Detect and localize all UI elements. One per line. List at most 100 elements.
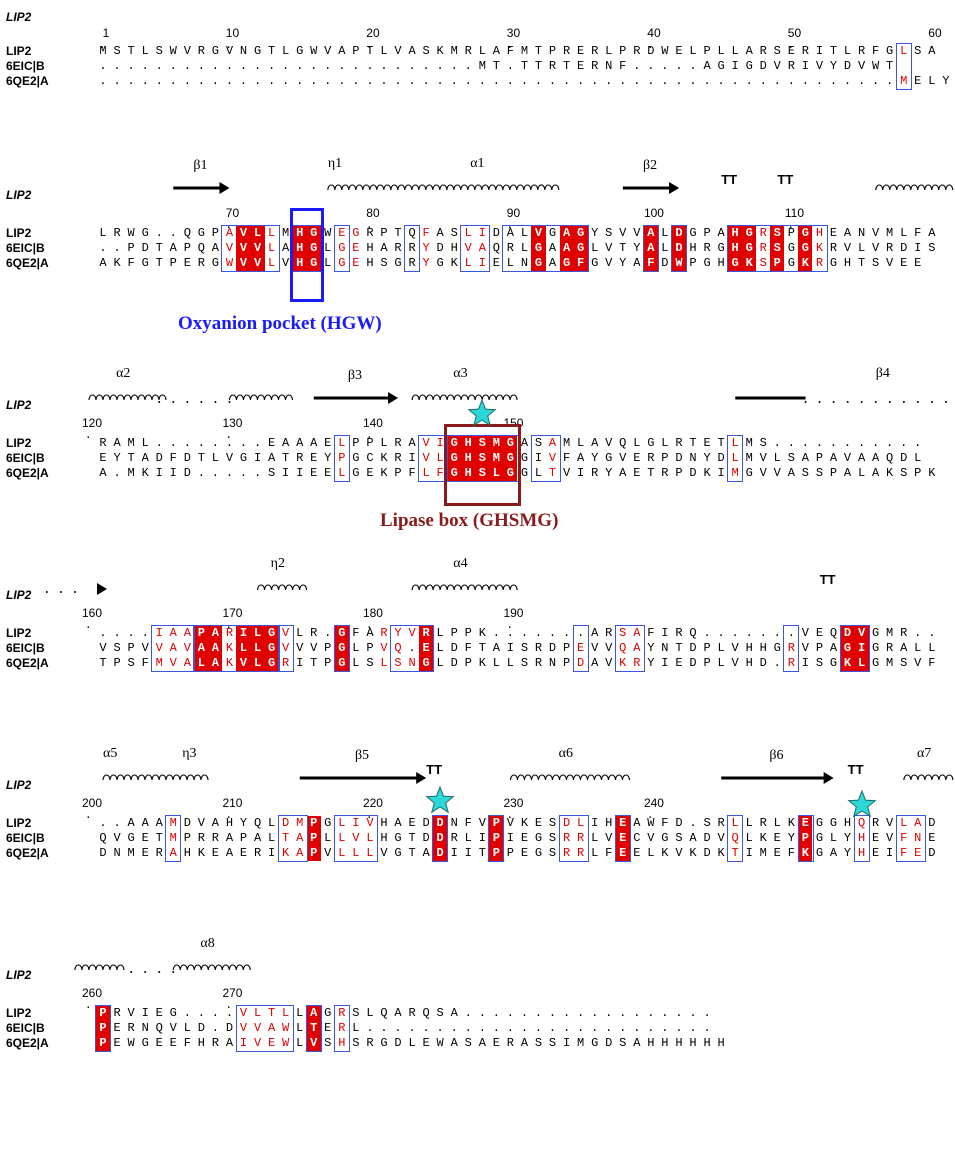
residue: L — [464, 831, 472, 845]
residue: R — [366, 1036, 374, 1050]
residue: E — [914, 846, 922, 860]
residue: V — [239, 1006, 248, 1020]
residue: T — [534, 59, 543, 73]
residue: . — [464, 59, 472, 73]
residue: L — [352, 656, 360, 670]
residue: Y — [647, 641, 655, 655]
residue: H — [728, 241, 743, 256]
residue: R — [211, 831, 219, 845]
residue: A — [141, 816, 149, 830]
residue: L — [731, 44, 739, 58]
residue: K — [703, 466, 711, 480]
residue: G — [306, 256, 321, 271]
residue: P — [703, 656, 711, 670]
residue: S — [464, 1036, 472, 1050]
residue: . — [113, 816, 121, 830]
beta-strand-arrowhead — [416, 772, 427, 784]
residue: N — [408, 656, 416, 670]
lipase-box-label: Lipase box (GHSMG) — [380, 510, 559, 531]
residue: G — [573, 241, 588, 256]
residue: S — [759, 436, 767, 450]
residue: I — [506, 641, 514, 655]
residue: P — [450, 626, 458, 640]
residue: L — [352, 846, 360, 860]
residue: G — [296, 44, 304, 58]
residue: Q — [422, 1006, 430, 1020]
residue: M — [169, 816, 177, 830]
residue: G — [534, 831, 543, 845]
sequence-name: 6QE2|A — [6, 74, 49, 88]
residue: . — [857, 74, 866, 88]
residue: W — [671, 256, 686, 271]
residue: A — [914, 816, 922, 830]
residue: . — [492, 626, 500, 640]
residue: . — [815, 74, 824, 88]
residue: . — [717, 626, 725, 640]
residue: V — [253, 1021, 262, 1035]
strand-end-arrowhead — [97, 583, 108, 595]
residue: L — [745, 831, 753, 845]
residue: G — [605, 451, 613, 465]
residue: . — [506, 1006, 514, 1020]
residue: S — [475, 451, 490, 466]
residue: L — [436, 451, 444, 465]
residue: V — [605, 241, 613, 255]
residue: P — [306, 846, 321, 861]
residue: . — [703, 1006, 711, 1020]
residue: N — [689, 451, 697, 465]
residue: E — [183, 256, 191, 270]
residue-tick-dot: . — [508, 620, 511, 631]
residue: T — [478, 641, 486, 655]
residue: R — [394, 436, 402, 450]
coil-dot — [874, 401, 877, 403]
residue: . — [408, 641, 416, 655]
residue: F — [436, 466, 444, 480]
residue: K — [661, 846, 669, 860]
oxyanion-pocket-label: Oxyanion pocket (HGW) — [178, 313, 382, 334]
residue: L — [534, 466, 543, 480]
residue: G — [531, 241, 546, 256]
residue: M — [759, 846, 767, 860]
residue-tick-dot: . — [86, 1000, 90, 1011]
residue: . — [703, 1021, 711, 1035]
residue: G — [534, 846, 543, 860]
residue: G — [872, 641, 880, 655]
residue: . — [99, 241, 107, 255]
residue: E — [352, 256, 360, 270]
residue: H — [661, 1036, 669, 1050]
residue: H — [857, 831, 866, 845]
ss-row-label: LIP2 — [6, 588, 32, 602]
residue: L — [194, 656, 209, 671]
residue: P — [464, 656, 472, 670]
residue: T — [267, 1006, 276, 1020]
residue: . — [829, 436, 838, 450]
ss-turn-label: TT — [847, 762, 864, 777]
residue: A — [829, 641, 838, 655]
residue: A — [296, 831, 304, 845]
residue: M — [127, 466, 135, 480]
residue: . — [534, 626, 543, 640]
residue: D — [394, 1036, 402, 1050]
residue: L — [577, 436, 585, 450]
residue: E — [773, 831, 781, 845]
residue: F — [787, 846, 795, 860]
residue: K — [197, 846, 205, 860]
residue: A — [169, 641, 177, 655]
residue: P — [194, 626, 209, 641]
residue: . — [548, 626, 557, 640]
residue: V — [886, 831, 894, 845]
residue: M — [900, 74, 908, 88]
residue: V — [250, 256, 265, 271]
residue: . — [675, 59, 683, 73]
residue: . — [408, 59, 416, 73]
residue: N — [450, 816, 458, 830]
residue: . — [324, 74, 332, 88]
residue: G — [559, 256, 574, 271]
residue: F — [914, 226, 922, 240]
residue: . — [127, 59, 135, 73]
residue: P — [113, 656, 121, 670]
residue: E — [787, 44, 795, 58]
residue: P — [324, 656, 332, 670]
residue: H — [380, 831, 388, 845]
residue: A — [829, 451, 838, 465]
